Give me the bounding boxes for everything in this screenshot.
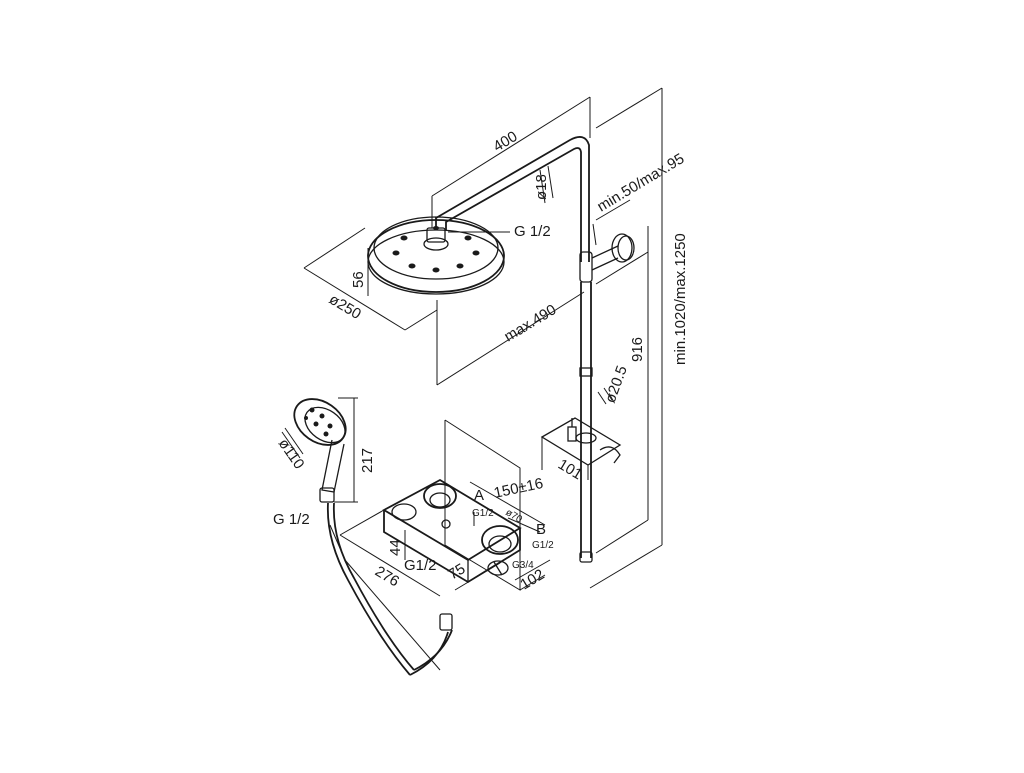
label-outlet-a: A: [474, 487, 484, 504]
shower-rail: [579, 282, 613, 563]
label-inlet-thread: G3/4: [512, 560, 534, 571]
label-head-reach: max.490: [501, 301, 559, 345]
label-hand-diameter: ø110: [275, 436, 308, 473]
overhead-dimension-lines: [303, 87, 663, 589]
label-bracket-offset: min.50/max.95: [594, 150, 687, 215]
thermostatic-valve: [339, 478, 551, 597]
label-head-diameter: ø250: [326, 291, 364, 323]
label-rail-diameter: ø20.5: [602, 364, 631, 406]
label-total-height: min.1020/max.1250: [672, 233, 689, 365]
label-rail-height: 916: [629, 337, 646, 362]
label-hand-thread: G 1/2: [273, 511, 310, 528]
label-valve-depth: 75: [445, 560, 468, 583]
label-outlet-b: B: [536, 521, 546, 538]
handshower-holder: [540, 417, 622, 480]
label-head-height: 56: [350, 271, 367, 288]
rail-bracket: [579, 233, 635, 283]
hand-shower: [281, 397, 358, 503]
shower-arm: [435, 136, 590, 262]
label-arm-diameter: ø18: [533, 174, 550, 200]
label-valve-spacing: 150±16: [492, 475, 544, 502]
label-head-thread: G 1/2: [514, 223, 551, 240]
dimension-labels: 400 ø18 G 1/2 56 ø250 max.490 min.50/max…: [273, 128, 689, 593]
nozzle-dots: [392, 226, 480, 273]
label-valve-thread-left: G1/2: [404, 557, 437, 574]
label-valve-width: 276: [372, 563, 402, 590]
label-hand-length: 217: [359, 448, 376, 473]
hand-shower-nozzles: [304, 407, 333, 437]
label-outlet-a-thread: G1/2: [472, 508, 494, 519]
overhead-shower-head: [367, 216, 510, 295]
shower-hose: [326, 502, 453, 676]
label-knob-diameter: ø70: [503, 507, 524, 526]
label-arm-length: 400: [490, 128, 520, 155]
label-valve-height: 44: [387, 539, 404, 556]
label-outlet-b-thread: G1/2: [532, 540, 554, 551]
